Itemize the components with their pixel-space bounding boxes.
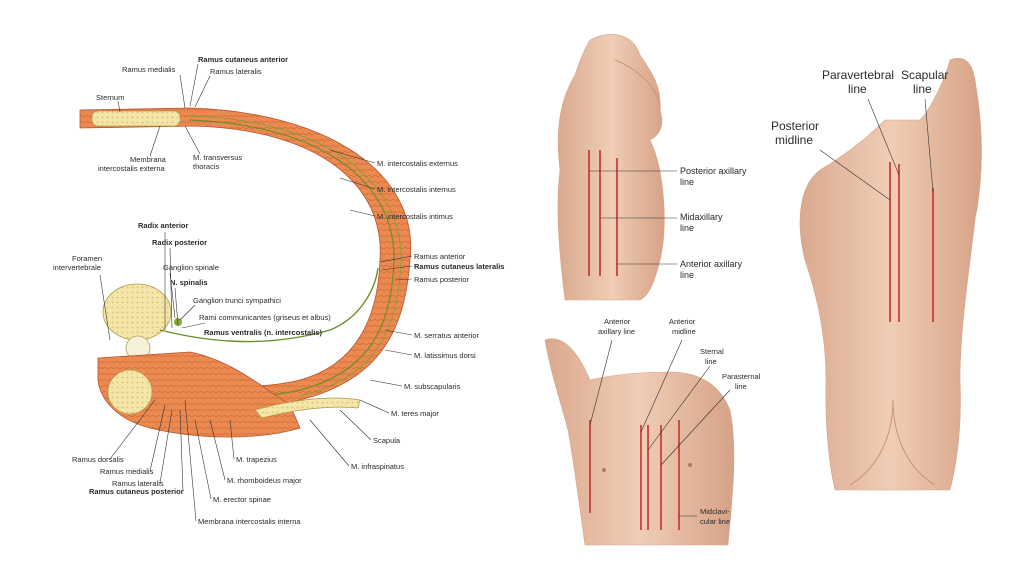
- sternum-bone: [91, 110, 181, 127]
- label-ramus-cutaneus-anterior: Ramus cutaneus anterior: [198, 55, 288, 64]
- label-ramus-medialis-bottom: Ramus medialis: [100, 467, 154, 476]
- label-midclavicular-2: cular line: [700, 517, 730, 526]
- label-ramus-posterior: Ramus posterior: [414, 275, 470, 284]
- label-scapular-1: Scapular: [901, 68, 948, 82]
- label-radix-posterior: Radix posterior: [152, 238, 207, 247]
- label-n-spinalis: N. spinalis: [170, 278, 208, 287]
- label-anterior-axillary-front-1: Anterior: [604, 317, 631, 326]
- label-radix-anterior: Radix anterior: [138, 221, 189, 230]
- label-posterior-axillary-1: Posterior axillary: [680, 166, 747, 176]
- label-parasternal-1: Parasternal: [722, 372, 761, 381]
- cross-section-labels: Ramus medialis Ramus cutaneus anterior R…: [53, 55, 504, 526]
- label-anterior-axillary-front-2: axillary line: [598, 327, 635, 336]
- label-ganglion-spinale: Ganglion spinale: [163, 263, 219, 272]
- back-muscle-mass: [97, 351, 301, 438]
- label-anterior-axillary-lat-1: Anterior axillary: [680, 259, 743, 269]
- label-scapular-2: line: [913, 82, 932, 96]
- label-foramen-1: Foramen: [72, 254, 102, 263]
- label-subscapularis: M. subscapularis: [404, 382, 461, 391]
- posterior-view: Paravertebral line Scapular line Posteri…: [771, 57, 982, 491]
- label-midclavicular-1: Midclavi-: [700, 507, 730, 516]
- label-membrana-externa-2: intercostalis externa: [98, 164, 166, 173]
- label-posterior-midline-2: midline: [775, 133, 813, 147]
- nipple-right-icon: [688, 463, 692, 467]
- label-posterior-axillary-2: line: [680, 177, 694, 187]
- label-sternal-2: line: [705, 357, 717, 366]
- label-paravertebral-2: line: [848, 82, 867, 96]
- label-membrana-externa-1: Membrana: [130, 155, 167, 164]
- label-serratus: M. serratus anterior: [414, 331, 480, 340]
- label-ramus-ventralis: Ramus ventralis (n. intercostalis): [204, 328, 322, 337]
- anterior-torso-skin: [544, 338, 735, 546]
- label-anterior-midline-2: midline: [672, 327, 696, 336]
- lateral-torso-skin: [557, 34, 665, 301]
- label-midaxillary-1: Midaxillary: [680, 212, 723, 222]
- label-ramus-lateralis-bottom: Ramus lateralis: [112, 479, 164, 488]
- label-latissimus: M. latissimus dorsi: [414, 351, 476, 360]
- label-midaxillary-2: line: [680, 223, 694, 233]
- label-posterior-midline-1: Posterior: [771, 119, 819, 133]
- label-rhomboideus: M. rhomboideus major: [227, 476, 302, 485]
- label-ic-internus: M. intercostalis internus: [377, 185, 456, 194]
- vertebral-body: [102, 283, 172, 341]
- label-ganglion-trunci: Ganglion trunci sympathici: [193, 296, 281, 305]
- label-transversus-1: M. transversus: [193, 153, 242, 162]
- nipple-left-icon: [602, 468, 606, 472]
- label-trapezius: M. trapezius: [236, 455, 277, 464]
- label-paravertebral-1: Paravertebral: [822, 68, 894, 82]
- label-membrana-interna: Membrana intercostalis interna: [198, 517, 301, 526]
- label-ramus-lateralis-top: Ramus lateralis: [210, 67, 262, 76]
- label-anterior-midline-1: Anterior: [669, 317, 696, 326]
- label-transversus-2: thoracis: [193, 162, 220, 171]
- label-sternal-1: Sternal: [700, 347, 724, 356]
- label-foramen-2: intervertebrale: [53, 263, 101, 272]
- lateral-view: Posterior axillary line Midaxillary line…: [557, 34, 747, 301]
- label-scapula: Scapula: [373, 436, 401, 445]
- label-ramus-cutaneus-posterior: Ramus cutaneus posterior: [89, 487, 184, 496]
- label-ramus-cutaneus-lateralis: Ramus cutaneus lateralis: [414, 262, 504, 271]
- label-sternum: Sternum: [96, 93, 124, 102]
- label-ramus-anterior: Ramus anterior: [414, 252, 466, 261]
- thorax-cross-section: Ramus medialis Ramus cutaneus anterior R…: [53, 55, 504, 526]
- label-ic-intimus: M. intercostalis intimus: [377, 212, 453, 221]
- label-rami-communicantes: Rami communicantes (griseus et albus): [199, 313, 331, 322]
- label-ic-externus: M. intercostalis externus: [377, 159, 458, 168]
- label-teres: M. teres major: [391, 409, 439, 418]
- cross-section-leaders: [99, 63, 413, 522]
- label-ramus-medialis-top: Ramus medialis: [122, 65, 176, 74]
- label-parasternal-2: line: [735, 382, 747, 391]
- label-erector: M. erector spinae: [213, 495, 271, 504]
- intercostal-nerve: [159, 267, 379, 343]
- label-anterior-axillary-lat-2: line: [680, 270, 694, 280]
- label-ramus-dorsalis: Ramus dorsalis: [72, 455, 124, 464]
- label-infraspinatus: M. infraspinatus: [351, 462, 404, 471]
- anterior-view: Anterior axillary line Anterior midline …: [544, 317, 761, 546]
- scapula-bone: [254, 397, 361, 419]
